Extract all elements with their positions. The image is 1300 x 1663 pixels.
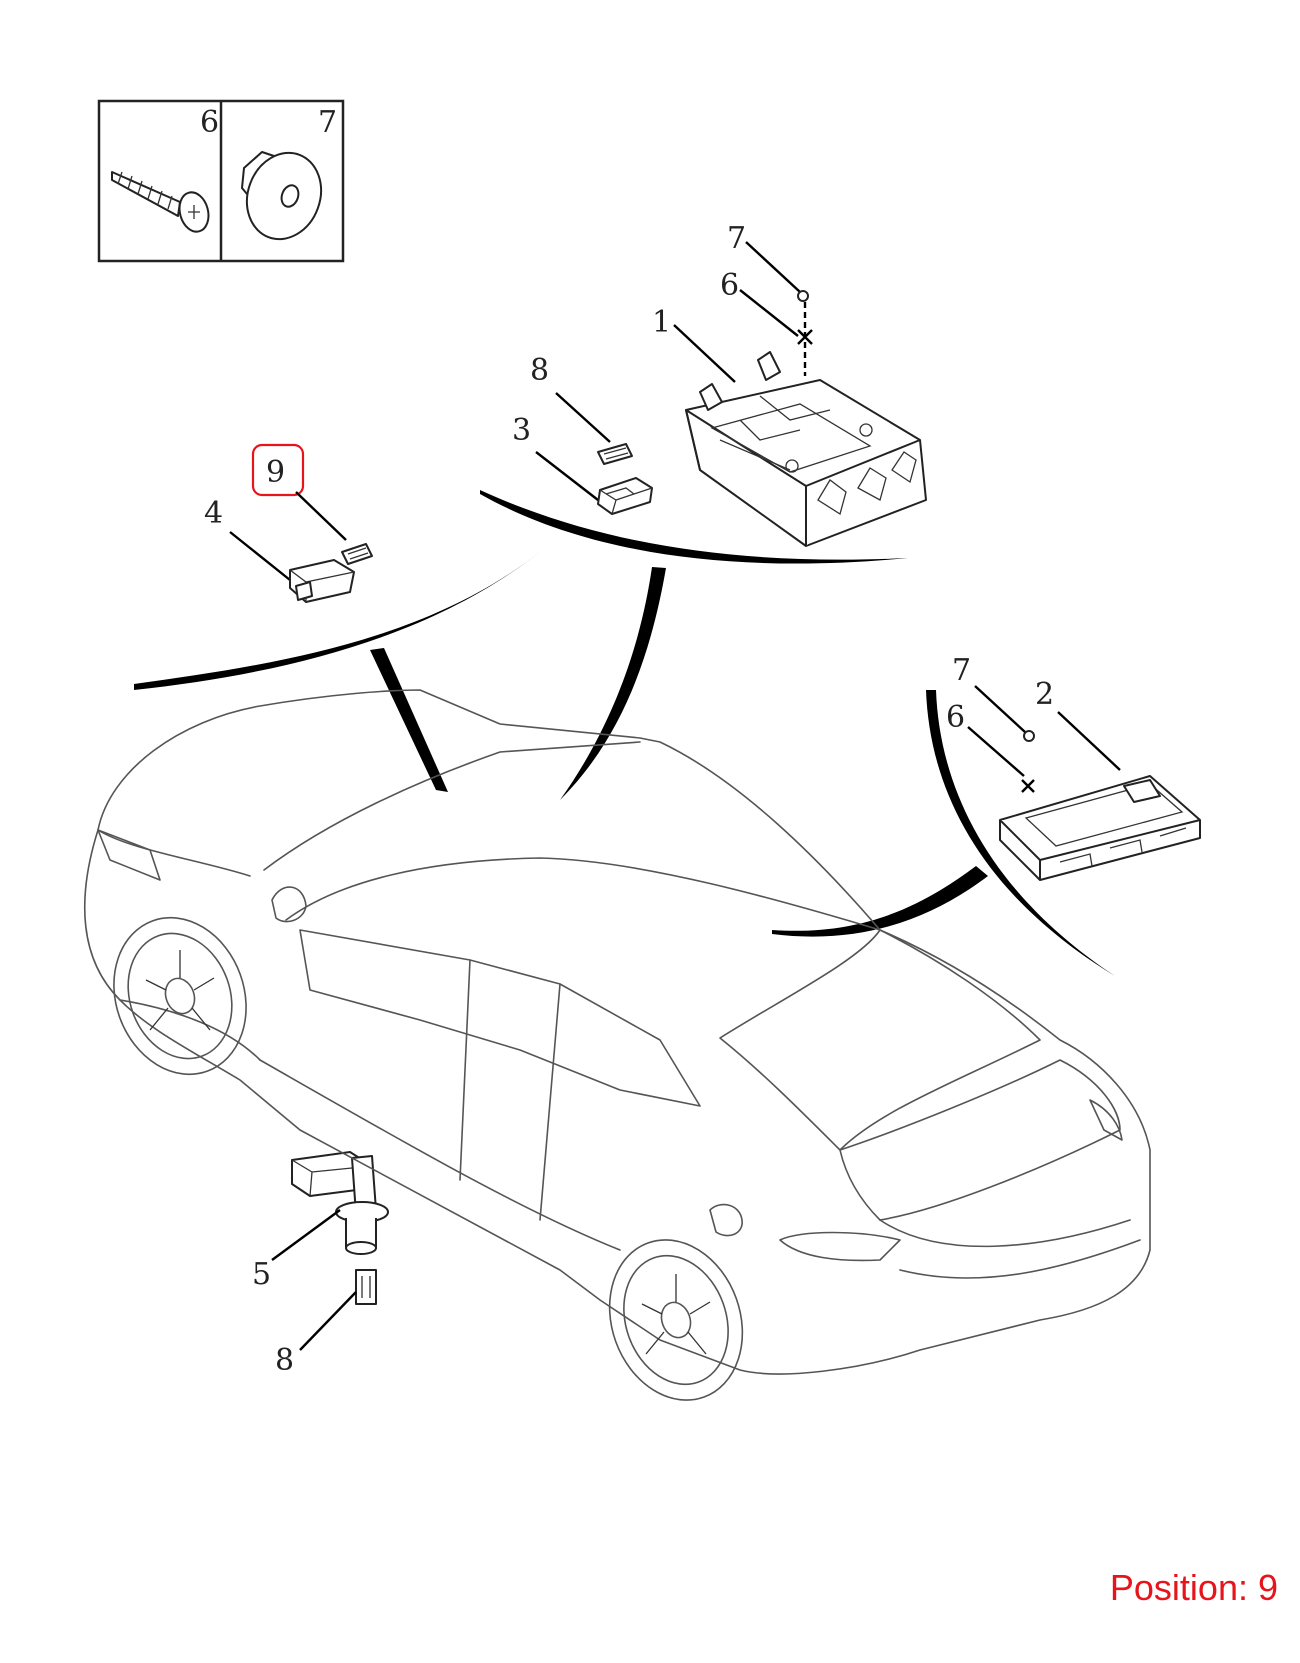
car-trunk-lid [839, 1059, 1121, 1221]
car-door-line-front [459, 959, 471, 1181]
fastener-legend-box: 6 7 [97, 99, 345, 263]
center-lamp-icon [597, 477, 653, 515]
car-door-line-rear [539, 983, 561, 1221]
center-lamp-group: 8 3 [512, 353, 653, 515]
rear-light-assembly-icon [999, 775, 1201, 881]
center-swoosh [480, 490, 908, 564]
car-rear-bumper [879, 1219, 1141, 1279]
fastener-box-screw-number[interactable]: 6 [200, 105, 219, 140]
car-fuel-door [709, 1203, 743, 1237]
rear-wheel [608, 1239, 744, 1401]
position-label: Position: 9 [1109, 1567, 1278, 1608]
car-rocker-line [259, 1059, 621, 1251]
car-rear-window [719, 929, 1041, 1151]
rear-light-assembly-number[interactable]: 2 [1035, 677, 1054, 712]
car-mirror [271, 886, 307, 923]
center-lamp-number[interactable]: 3 [512, 413, 531, 448]
left-lamp-group: 9 4 [204, 443, 373, 603]
center-bulb-leader [555, 392, 611, 443]
highlighted-bulb-icon [341, 543, 373, 565]
screw-icon [111, 171, 210, 233]
car-windshield-edge [263, 741, 641, 871]
center-lamp-leader [535, 451, 599, 501]
left-lamp-leader [229, 531, 291, 581]
left-lamp-number[interactable]: 4 [204, 496, 223, 531]
car-taillight-right [1089, 1099, 1123, 1141]
leader-swooshes [134, 490, 1115, 976]
fastener-box-clip-number[interactable]: 7 [318, 105, 337, 140]
socket-number[interactable]: 5 [252, 1257, 271, 1292]
car-roofline [285, 857, 881, 931]
clip-dot-icon [797, 290, 809, 302]
rear-screw-cross-icon [1021, 779, 1035, 793]
highlight-box [251, 443, 305, 497]
clip-icon [241, 151, 323, 241]
front-overhead-console-icon [685, 351, 927, 547]
center-bulb-number[interactable]: 8 [530, 353, 549, 388]
socket-icon [291, 1151, 389, 1255]
front-wheel [113, 916, 247, 1076]
left-lamp-icon [289, 559, 355, 603]
center-swoosh-stem [560, 567, 666, 800]
rear-light-clip-number[interactable]: 7 [952, 653, 971, 688]
socket-bulb-number[interactable]: 8 [275, 1343, 294, 1378]
car-side-windows [299, 929, 701, 1107]
car-hood-line [97, 829, 261, 1061]
highlighted-bulb-leader [295, 491, 347, 541]
front-light-screw-leader [739, 289, 799, 337]
right-swoosh-stem [772, 866, 988, 937]
rear-light-group: 7 6 2 [946, 653, 1201, 881]
front-light-assembly-number[interactable]: 1 [652, 305, 671, 340]
socket-leader [271, 1209, 341, 1261]
highlighted-bulb-number[interactable]: 9 [266, 455, 285, 490]
car-headlight [97, 829, 161, 881]
rear-light-screw-leader [967, 726, 1025, 777]
socket-bulb-leader [299, 1291, 357, 1351]
rear-light-assembly-leader [1057, 711, 1121, 771]
front-light-screw-number[interactable]: 6 [720, 268, 739, 303]
left-swoosh-stem [370, 648, 448, 792]
center-bulb-icon [597, 443, 633, 465]
car-roof-and-body [84, 689, 1151, 1375]
front-light-clip-leader [745, 241, 801, 293]
rear-light-clip-leader [974, 685, 1026, 733]
front-light-group: 7 6 1 [652, 221, 927, 547]
socket-group: 5 8 [252, 1151, 389, 1378]
car-taillight-left [779, 1231, 901, 1262]
rear-light-screw-number[interactable]: 6 [946, 700, 965, 735]
sedan-outline [84, 689, 1151, 1401]
socket-bulb-icon [355, 1269, 377, 1305]
rear-clip-dot-icon [1023, 730, 1035, 742]
front-light-clip-number[interactable]: 7 [727, 221, 746, 256]
front-light-assembly-leader [673, 324, 736, 383]
